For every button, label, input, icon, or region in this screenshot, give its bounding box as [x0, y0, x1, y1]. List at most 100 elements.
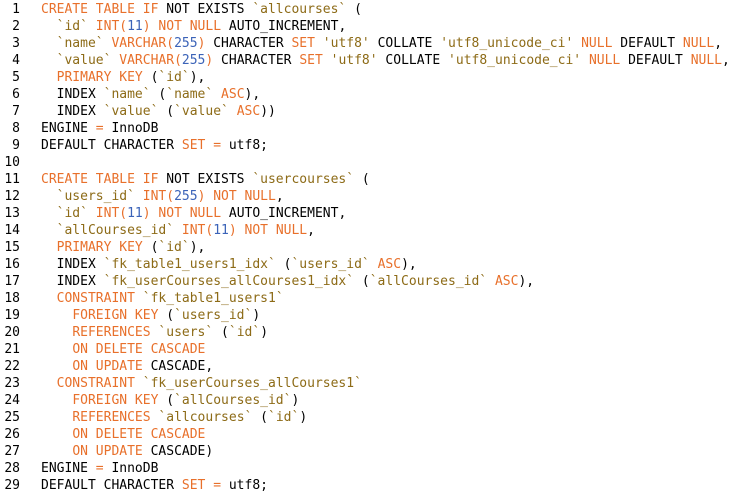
operator-token: = — [95, 121, 104, 136]
keyword-token: REFERENCES — [72, 325, 151, 340]
plain-token — [41, 189, 57, 204]
line-number: 6 — [12, 87, 20, 102]
plain-token — [41, 308, 72, 323]
plain-token — [88, 206, 96, 221]
plain-token — [323, 53, 331, 68]
operator-token: = — [213, 478, 222, 493]
plain-token — [41, 36, 57, 51]
string-token: `users_id` — [56, 189, 135, 204]
plain-token — [41, 240, 57, 255]
plain-token: InnoDB — [103, 121, 159, 136]
line-content: INDEX `name` (`name` ASC), — [41, 86, 261, 103]
line-number: 7 — [12, 104, 20, 119]
keyword-token: NULL — [588, 53, 621, 68]
plain-token: ), — [189, 70, 206, 85]
number-token: 255 — [174, 189, 198, 204]
plain-token: ENGINE — [41, 121, 96, 136]
plain-token: , — [722, 53, 730, 68]
code-line: 18 CONSTRAINT `fk_table1_users1` — [0, 290, 746, 307]
plain-token — [135, 376, 143, 391]
plain-token — [41, 376, 57, 391]
keyword-token: NOT NULL — [158, 19, 222, 34]
plain-token — [41, 393, 72, 408]
keyword-token: ASC — [494, 274, 519, 289]
keyword-token: ON UPDATE — [72, 359, 143, 374]
plain-token: InnoDB — [103, 461, 159, 476]
line-number: 20 — [4, 325, 20, 340]
code-line: 22 ON UPDATE CASCADE, — [0, 358, 746, 375]
keyword-token: NOT NULL — [213, 189, 276, 204]
plain-token: ( — [158, 393, 175, 408]
plain-token — [315, 36, 323, 51]
number-token: 11 — [213, 223, 229, 238]
line-number: 1 — [12, 2, 20, 17]
code-line: 21 ON DELETE CASCADE — [0, 341, 746, 358]
line-content: REFERENCES `allcourses` (`id`) — [41, 409, 307, 426]
plain-token: DEFAULT CHARACTER — [41, 138, 182, 153]
code-line: 13 `id` INT(11) NOT NULL AUTO_INCREMENT, — [0, 205, 746, 222]
plain-token: ( — [158, 308, 175, 323]
string-token: `allCourses_id` — [174, 393, 292, 408]
plain-token — [370, 257, 378, 272]
plain-token: , — [714, 36, 723, 51]
plain-token: CHARACTER — [205, 36, 292, 51]
plain-token: ) — [299, 410, 308, 425]
plain-token — [573, 36, 581, 51]
code-line: 3 `name` VARCHAR(255) CHARACTER SET 'utf… — [0, 35, 746, 52]
string-token: `fk_table1_users1` — [142, 291, 284, 306]
code-line: 7 INDEX `value` (`value` ASC)) — [0, 103, 746, 120]
string-token: `users_id` — [291, 257, 370, 272]
code-line: 5 PRIMARY KEY (`id`), — [0, 69, 746, 86]
line-content: ON DELETE CASCADE — [41, 426, 205, 443]
keyword-token: NULL — [690, 53, 723, 68]
code-line: 12 `users_id` INT(255) NOT NULL, — [0, 188, 746, 205]
plain-token — [237, 223, 245, 238]
keyword-token: CONSTRAINT — [56, 376, 135, 391]
keyword-token: REFERENCES — [72, 410, 151, 425]
string-token: `fk_userCourses_allCourses1` — [142, 376, 362, 391]
keyword-token: NOT NULL — [158, 206, 222, 221]
line-content: ON UPDATE CASCADE) — [41, 443, 213, 460]
string-token: `value` — [174, 104, 229, 119]
line-number: 14 — [4, 223, 20, 238]
plain-token: CASCADE) — [142, 444, 214, 459]
plain-token — [41, 325, 72, 340]
keyword-token: SET — [299, 53, 323, 68]
keyword-token: FOREIGN KEY — [72, 393, 159, 408]
code-line: 20 REFERENCES `users` (`id`) — [0, 324, 746, 341]
keyword-token: SET — [181, 138, 206, 153]
code-line: 4 `value` VARCHAR(255) CHARACTER SET 'ut… — [0, 52, 746, 69]
keyword-token: NOT NULL — [244, 223, 308, 238]
line-content: `allCourses_id` INT(11) NOT NULL, — [41, 222, 315, 239]
plain-token: COLLATE — [369, 36, 441, 51]
keyword-token: INT( — [95, 19, 128, 34]
string-token: `allcourses` — [158, 410, 253, 425]
line-number: 23 — [4, 376, 20, 391]
line-number: 4 — [12, 53, 20, 68]
code-line: 27 ON UPDATE CASCADE) — [0, 443, 746, 460]
keyword-token: INT( — [95, 206, 128, 221]
line-content: CREATE TABLE IF NOT EXISTS `usercourses`… — [41, 171, 370, 188]
plain-token: INDEX — [41, 257, 104, 272]
keyword-token: ) — [205, 53, 214, 68]
string-token: `fk_userCourses_allCourses1_idx` — [103, 274, 355, 289]
plain-token: CASCADE, — [142, 359, 214, 374]
keyword-token: VARCHAR( — [119, 53, 182, 68]
keyword-token: CREATE TABLE IF — [41, 2, 159, 17]
keyword-token: NULL — [581, 36, 613, 51]
string-token: `name` — [56, 36, 104, 51]
plain-token — [135, 291, 143, 306]
plain-token — [41, 206, 57, 221]
line-content: DEFAULT CHARACTER SET = utf8; — [41, 477, 268, 494]
plain-token: ( — [252, 410, 268, 425]
string-token: `value` — [103, 104, 159, 119]
keyword-token: CREATE TABLE IF — [41, 172, 159, 187]
line-content: CONSTRAINT `fk_table1_users1` — [41, 290, 284, 307]
code-line: 23 CONSTRAINT `fk_userCourses_allCourses… — [0, 375, 746, 392]
